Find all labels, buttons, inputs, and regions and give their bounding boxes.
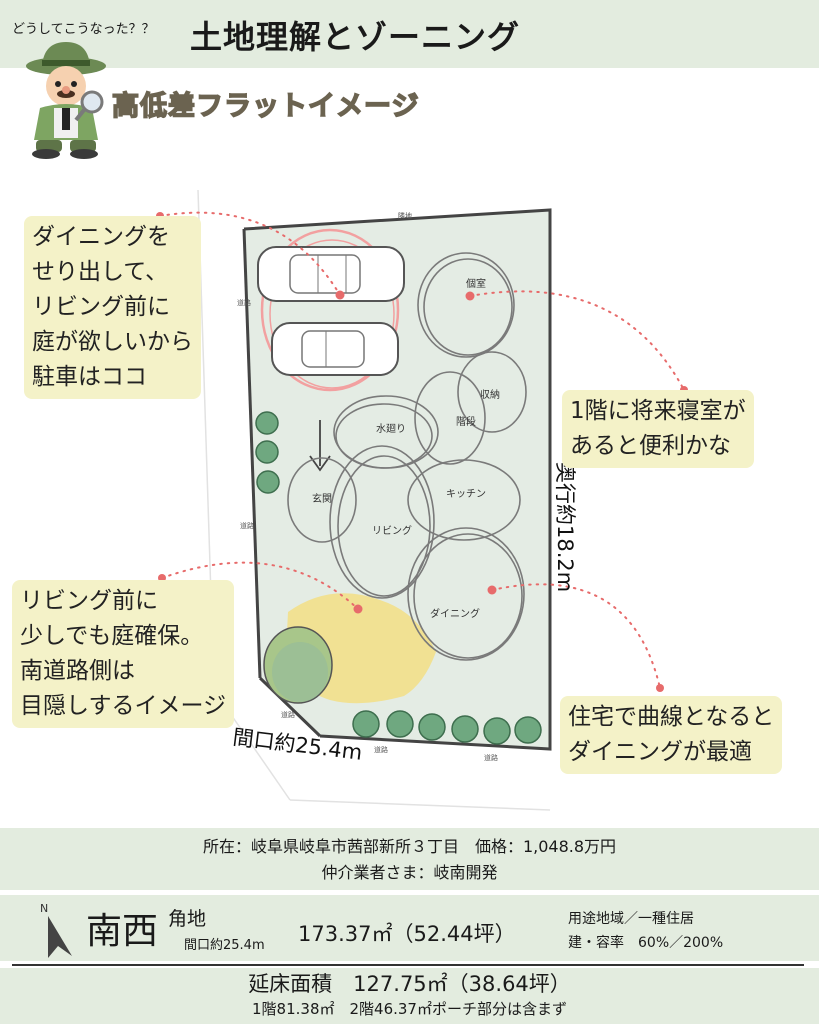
edge-label-top: 隣地: [398, 211, 412, 220]
lot-boundary-left: [242, 228, 262, 679]
tree-icon: [256, 470, 280, 494]
callout-dining: 住宅で曲線となると ダイニングが最適: [560, 696, 783, 774]
room-label-stairs: 階段: [456, 415, 476, 428]
edge-label-corner: 道路: [281, 710, 295, 719]
callout-garden: リビング前に 少しでも庭確保。 南道路側は 目隠しするイメージ: [12, 580, 235, 728]
room-label-kitchen: キッチン: [446, 488, 486, 500]
address-price: 所在：岐阜県岐阜市茜部新所３丁目 価格：1,048.8万円: [202, 837, 617, 856]
site-plan: 隣地 道路 道路 道路 道路 道路: [156, 189, 688, 811]
car-bottom-icon: [271, 322, 399, 376]
callout-line: 庭が欲しいから: [32, 329, 193, 355]
broker: 仲介業者さま：岐南開発: [321, 863, 498, 882]
tree-icon: [255, 411, 279, 435]
floor-area-detail: 1階81.38㎡ 2階46.37㎡ポーチ部分は含まず: [252, 1000, 567, 1018]
edge-label-left-lower: 道路: [240, 521, 254, 530]
divider: [12, 964, 804, 966]
callout-bedroom: 1階に将来寝室が あると便利かな: [562, 390, 754, 468]
coverage-ratio: 建・容率 60%／200%: [568, 935, 724, 951]
direction-main: 南西: [86, 911, 159, 952]
page-subtitle: 高低差フラットイメージ: [111, 90, 420, 123]
lot-area-value: 173.37㎡（52.44坪）: [298, 922, 516, 946]
room-label-living: リビング: [372, 524, 412, 537]
zoning: 用途地域／一種住居: [568, 911, 694, 927]
callout-line: 少しでも庭確保。: [20, 623, 204, 649]
tree-icon: [451, 715, 479, 743]
callout-line: 住宅で曲線となると: [568, 704, 775, 730]
room-label-water: 水廻り: [376, 423, 406, 435]
tree-icon: [483, 717, 511, 745]
frontage-summary: 間口約25.4m: [184, 938, 265, 953]
page-title: 土地理解とゾーニング: [190, 18, 521, 56]
tree-icon: [255, 440, 279, 464]
edge-label-bottom-left: 道路: [374, 745, 388, 754]
callout-line: せり出して、: [32, 259, 169, 285]
edge-label-bottom-right: 道路: [484, 753, 498, 762]
edge-label-left-upper: 道路: [237, 298, 251, 307]
info-band-lot: [0, 895, 819, 961]
callout-line: リビング前に: [20, 588, 158, 614]
tree-icon: [352, 710, 380, 738]
floor-area: 延床面積 127.75㎡（38.64坪）: [248, 972, 571, 996]
callout-parking: ダイニングを せり出して、 リビング前に 庭が欲しいから 駐車はココ: [24, 216, 201, 399]
info-band-floor: [0, 968, 819, 1024]
callout-line: 駐車はココ: [32, 364, 147, 390]
car-top-icon: [257, 246, 405, 302]
garden-marker: [353, 604, 363, 614]
header-subtitle: どうしてこうなった？？: [12, 22, 155, 37]
room-label-entrance: 玄関: [312, 492, 332, 505]
callout-line: リビング前に: [32, 294, 170, 320]
room-label-dining: ダイニング: [430, 607, 480, 620]
info-band-address: [0, 828, 819, 890]
tree-icon: [386, 710, 414, 738]
tree-icon: [418, 713, 446, 741]
room-label-storage: 収納: [480, 388, 500, 401]
depth-dimension: 奥行約18.2m: [553, 462, 577, 592]
callout-line: 目隠しするイメージ: [20, 693, 227, 719]
direction-suffix: 角地: [168, 908, 207, 930]
callout-line: ダイニングが最適: [568, 739, 752, 765]
lot-boundary-top-right: [243, 208, 552, 751]
callout-line: ダイニングを: [32, 224, 170, 250]
callout-line: 南道路側は: [20, 658, 135, 684]
callout-line: あると便利かな: [570, 433, 731, 459]
north-arrow-icon: N: [40, 902, 72, 958]
detective-mascot-icon: [26, 42, 106, 159]
callout-line: 1階に将来寝室が: [570, 398, 746, 424]
north-label: N: [40, 902, 48, 915]
header-band: [0, 0, 819, 68]
room-label-bedroom: 個室: [466, 277, 486, 290]
tree-icon: [514, 716, 542, 744]
